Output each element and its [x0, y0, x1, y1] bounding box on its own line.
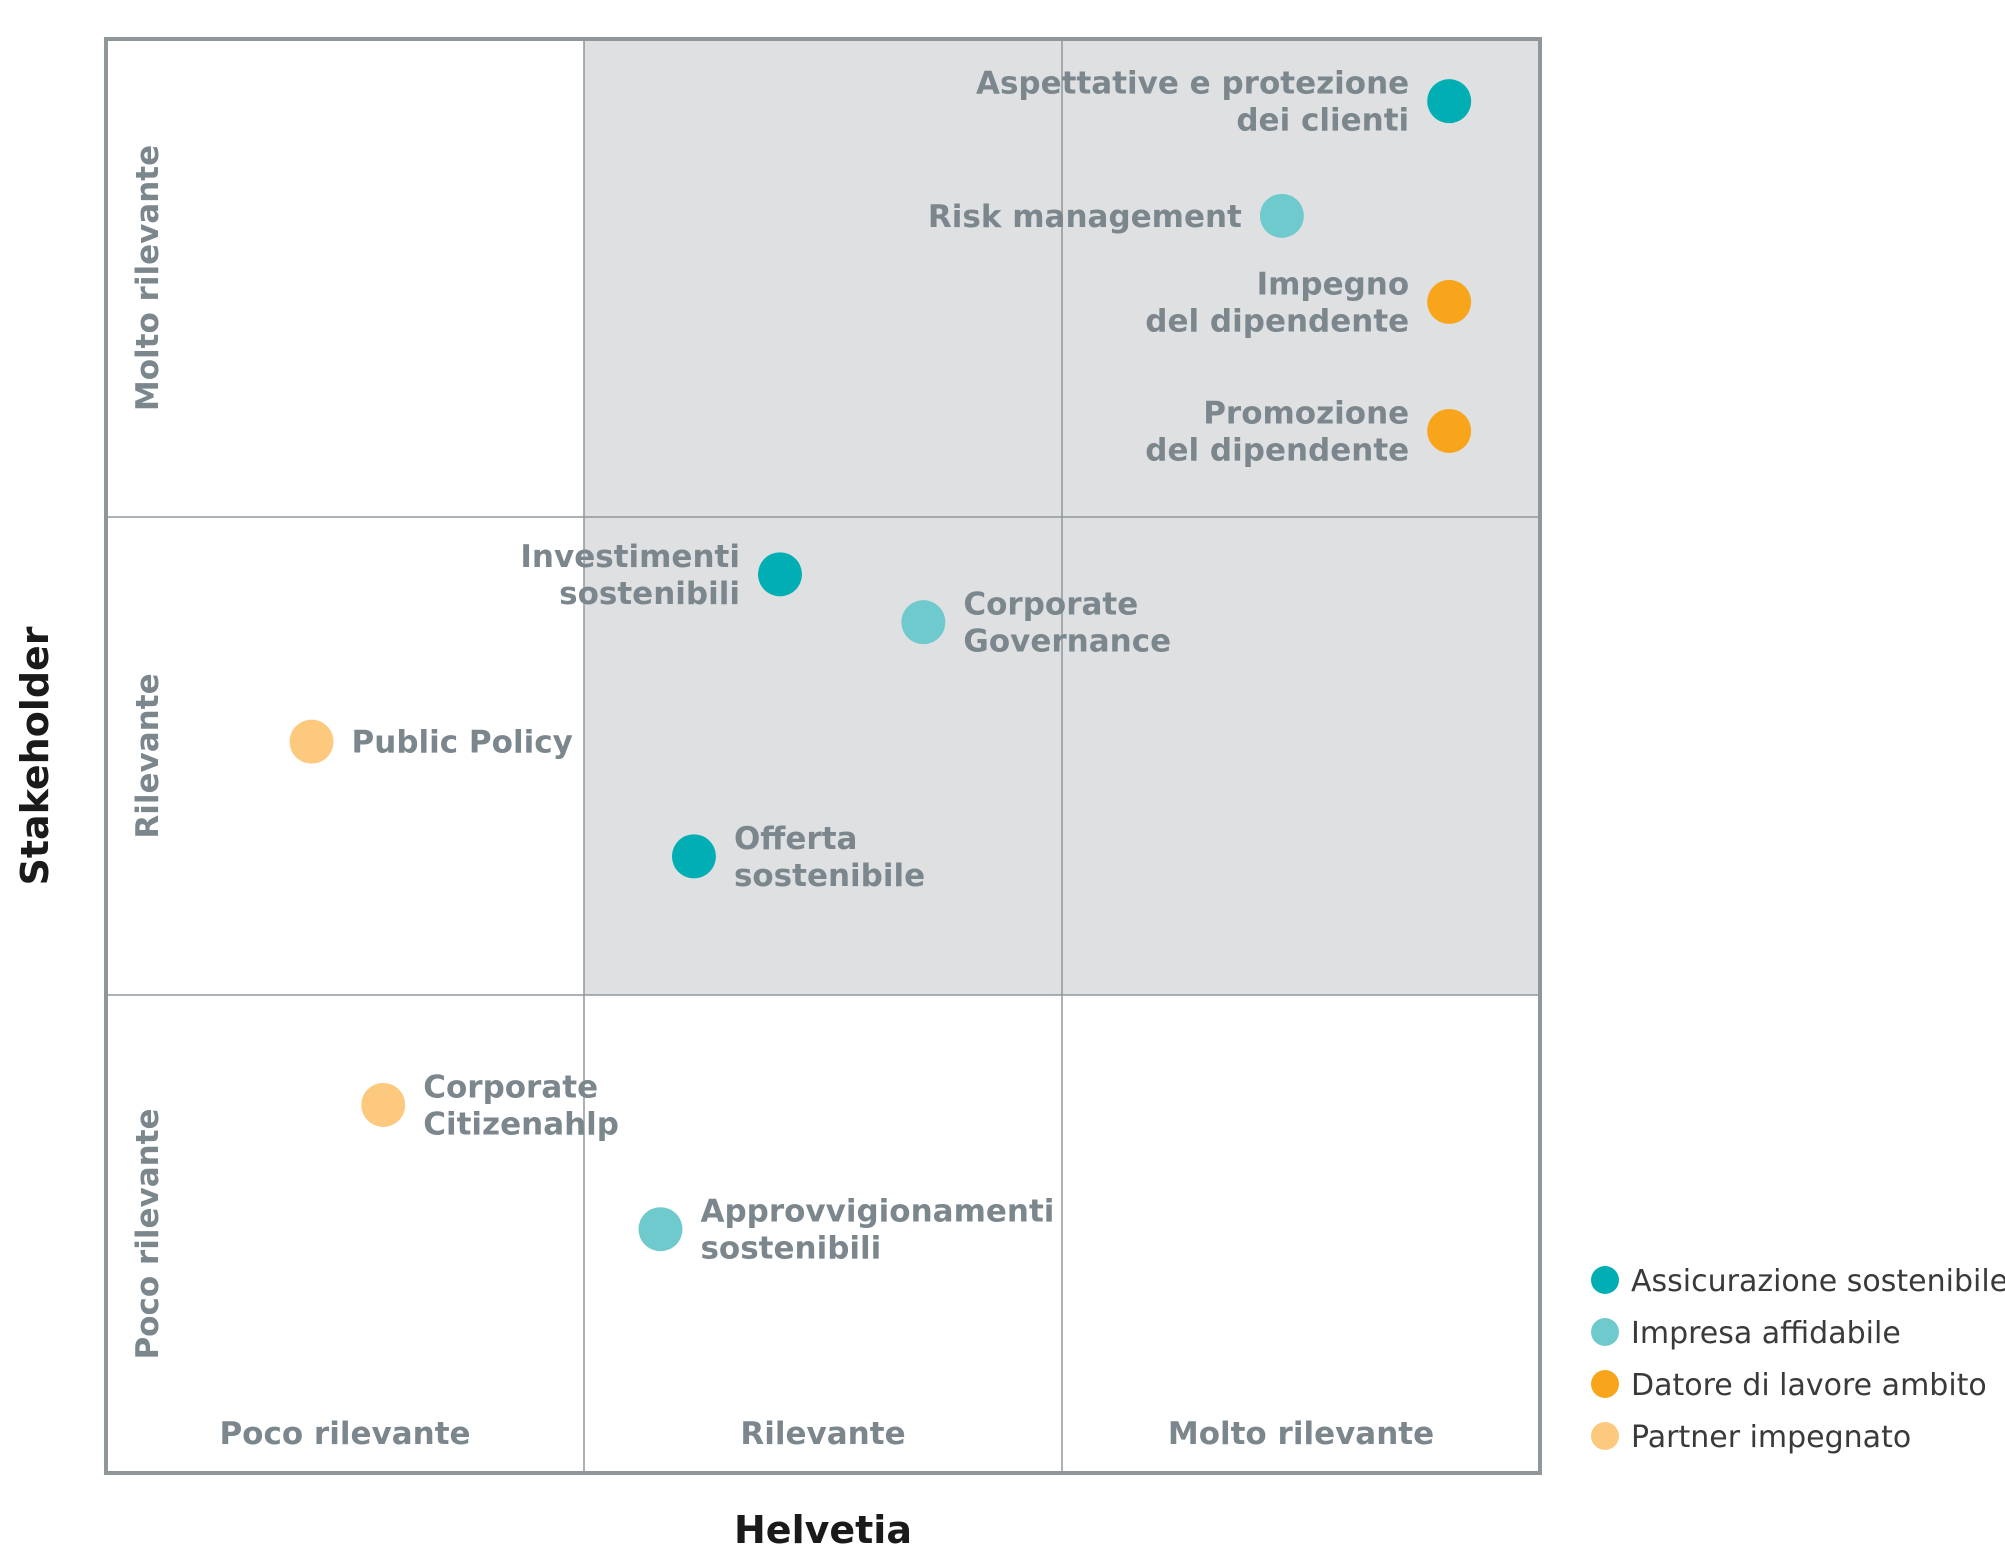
data-point-label: sostenibile [734, 858, 925, 894]
data-point [901, 600, 946, 645]
data-point-label: Risk management [928, 199, 1242, 235]
data-point-label: dei clienti [1236, 103, 1409, 139]
y-tick-label: Poco rilevante [130, 1108, 166, 1359]
x-tick-label: Poco rilevante [219, 1416, 470, 1452]
legend-entry: Assicurazione sostenibile [1631, 1264, 2005, 1299]
y-tick-label: Molto rilevante [130, 145, 166, 411]
x-tick-label: Molto rilevante [1168, 1416, 1434, 1452]
data-point-label: Public Policy [352, 725, 573, 761]
data-point-label: del dipendente [1145, 303, 1409, 339]
data-point [1427, 408, 1472, 453]
plot-frame [104, 37, 1542, 1475]
data-point [289, 719, 334, 764]
legend-entry: Impresa affidabile [1631, 1316, 1901, 1351]
legend-swatch [1591, 1370, 1619, 1398]
data-point-label: Corporate [963, 587, 1138, 623]
x-tick-label: Rilevante [740, 1416, 905, 1452]
legend-entry: Datore di lavore ambito [1631, 1368, 1987, 1403]
data-point-label: Governance [963, 624, 1171, 660]
data-point-label: Impegno [1257, 266, 1410, 302]
data-point-label: sostenibili [559, 576, 740, 612]
legend-swatch [1591, 1318, 1619, 1346]
data-point [638, 1207, 683, 1252]
y-axis-title: Stakeholder [13, 626, 57, 885]
legend-swatch [1591, 1422, 1619, 1450]
y-tick-label: Rilevante [130, 673, 166, 838]
data-point-label: del dipendente [1145, 432, 1409, 468]
data-point [757, 552, 802, 597]
data-point-label: sostenibili [700, 1231, 881, 1267]
data-point [1259, 193, 1304, 238]
data-point-label: Citizenahlp [423, 1106, 619, 1142]
data-point-label: Investimenti [520, 539, 740, 575]
data-point-label: Approvvigionamenti [700, 1194, 1054, 1230]
data-point-label: Offerta [734, 821, 858, 857]
data-point-label: Promozione [1203, 395, 1409, 431]
data-point-label: Aspettative e protezione [976, 66, 1409, 102]
x-axis-title: Helvetia [734, 1508, 912, 1552]
data-point [361, 1082, 406, 1127]
legend-entry: Partner impegnato [1631, 1420, 1911, 1455]
data-point [671, 834, 716, 879]
data-point [1427, 79, 1472, 124]
data-point-label: Corporate [423, 1069, 598, 1105]
data-point [1427, 279, 1472, 324]
legend-swatch [1591, 1266, 1619, 1294]
